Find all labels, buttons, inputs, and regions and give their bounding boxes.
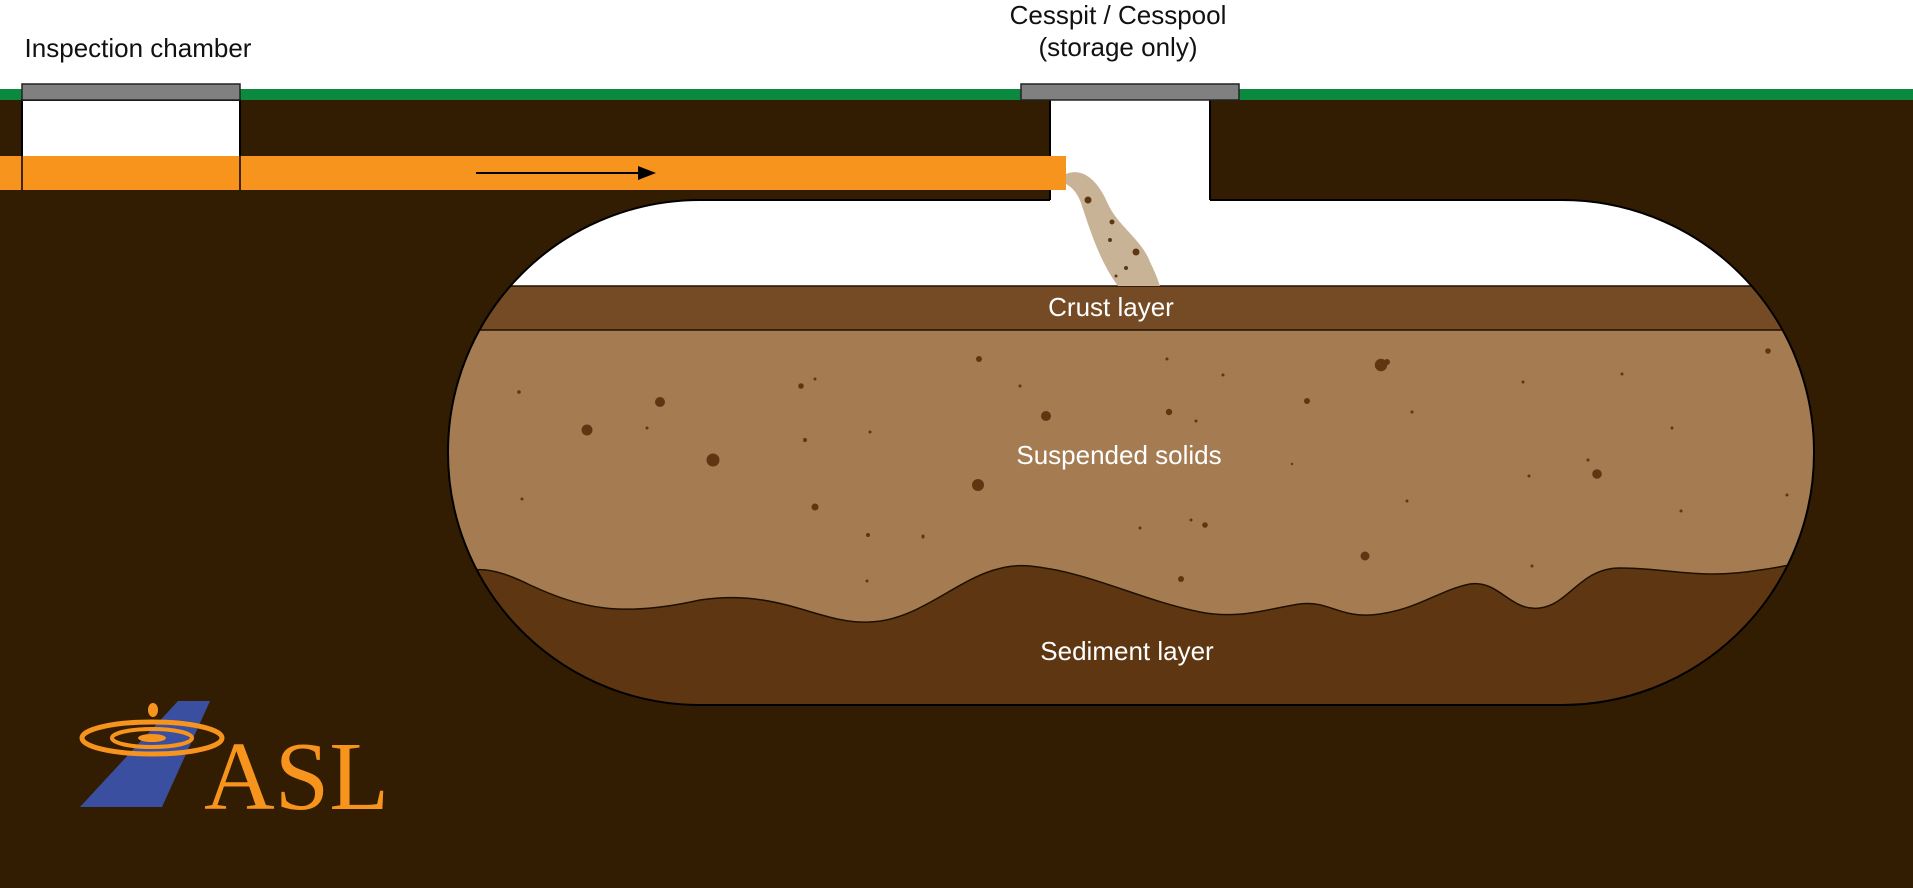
solid-particle <box>1360 551 1370 561</box>
solid-particle <box>798 383 804 389</box>
solid-particle <box>1679 509 1683 513</box>
logo-droplet <box>148 703 158 717</box>
arrow-right-icon <box>476 166 656 180</box>
sediment-layer <box>448 555 1814 705</box>
logo-ripple-inner <box>138 734 166 742</box>
inspection-chamber-label: Inspection chamber <box>25 33 252 63</box>
solid-particle <box>1165 408 1173 416</box>
solid-particle <box>1405 499 1409 503</box>
solid-particle <box>581 424 593 436</box>
solid-particle <box>866 533 870 537</box>
solid-particle <box>1304 398 1310 404</box>
sediment-layer-label: Sediment layer <box>1040 636 1214 666</box>
solid-particle <box>803 438 807 442</box>
solid-particle <box>1521 380 1525 384</box>
solid-particle <box>1138 526 1142 530</box>
solid-particle <box>976 356 982 362</box>
solid-particle <box>1620 372 1624 376</box>
solid-particle <box>865 579 869 583</box>
solid-particle <box>645 426 649 430</box>
solid-particle <box>1018 384 1022 388</box>
solid-particle <box>1221 373 1225 377</box>
solid-particle <box>1165 357 1169 361</box>
cesspit-tank <box>447 199 1815 706</box>
solid-particle <box>921 534 925 538</box>
solid-particle <box>972 479 984 491</box>
cesspit-label-line1: Cesspit / Cesspool <box>1010 0 1227 30</box>
solid-particle <box>706 453 720 467</box>
solid-particle <box>1785 493 1789 497</box>
solid-particle <box>1041 411 1051 421</box>
crust-layer <box>448 286 1814 330</box>
solid-particle <box>1194 419 1198 423</box>
suspended-solids-label: Suspended solids <box>1016 440 1221 470</box>
effluent-particles <box>1084 196 1140 278</box>
solid-particle <box>1530 564 1534 568</box>
solid-particle <box>1290 462 1294 466</box>
solid-particle <box>1527 474 1531 478</box>
solid-particle <box>1410 410 1414 414</box>
solid-particle <box>813 377 817 381</box>
solid-particle <box>1202 522 1208 528</box>
solid-particle <box>1670 426 1674 430</box>
solid-particle <box>655 397 665 407</box>
solid-particle <box>1189 518 1193 522</box>
cesspit-lid <box>1020 83 1240 101</box>
cesspit-label-line2: (storage only) <box>1039 32 1198 62</box>
solid-particle <box>811 503 819 511</box>
crust-layer-label: Crust layer <box>1048 292 1174 322</box>
solid-particle <box>1586 458 1590 462</box>
solid-particles <box>517 348 1789 583</box>
inspection-chamber-lid <box>21 83 241 101</box>
solid-particle <box>517 390 521 394</box>
solid-particle <box>520 497 524 501</box>
sky <box>0 0 1913 90</box>
solid-particle <box>1178 576 1184 582</box>
logo-ripple-middle <box>110 727 194 749</box>
logo-ripple-outer <box>79 719 225 757</box>
solid-particle <box>1592 469 1602 479</box>
grass-line <box>0 89 1913 100</box>
logo-text: ASL <box>204 723 389 831</box>
asl-logo: ASL <box>79 701 389 831</box>
solid-particle <box>868 430 872 434</box>
solid-particle <box>1384 359 1390 365</box>
solid-particle <box>1765 348 1771 354</box>
